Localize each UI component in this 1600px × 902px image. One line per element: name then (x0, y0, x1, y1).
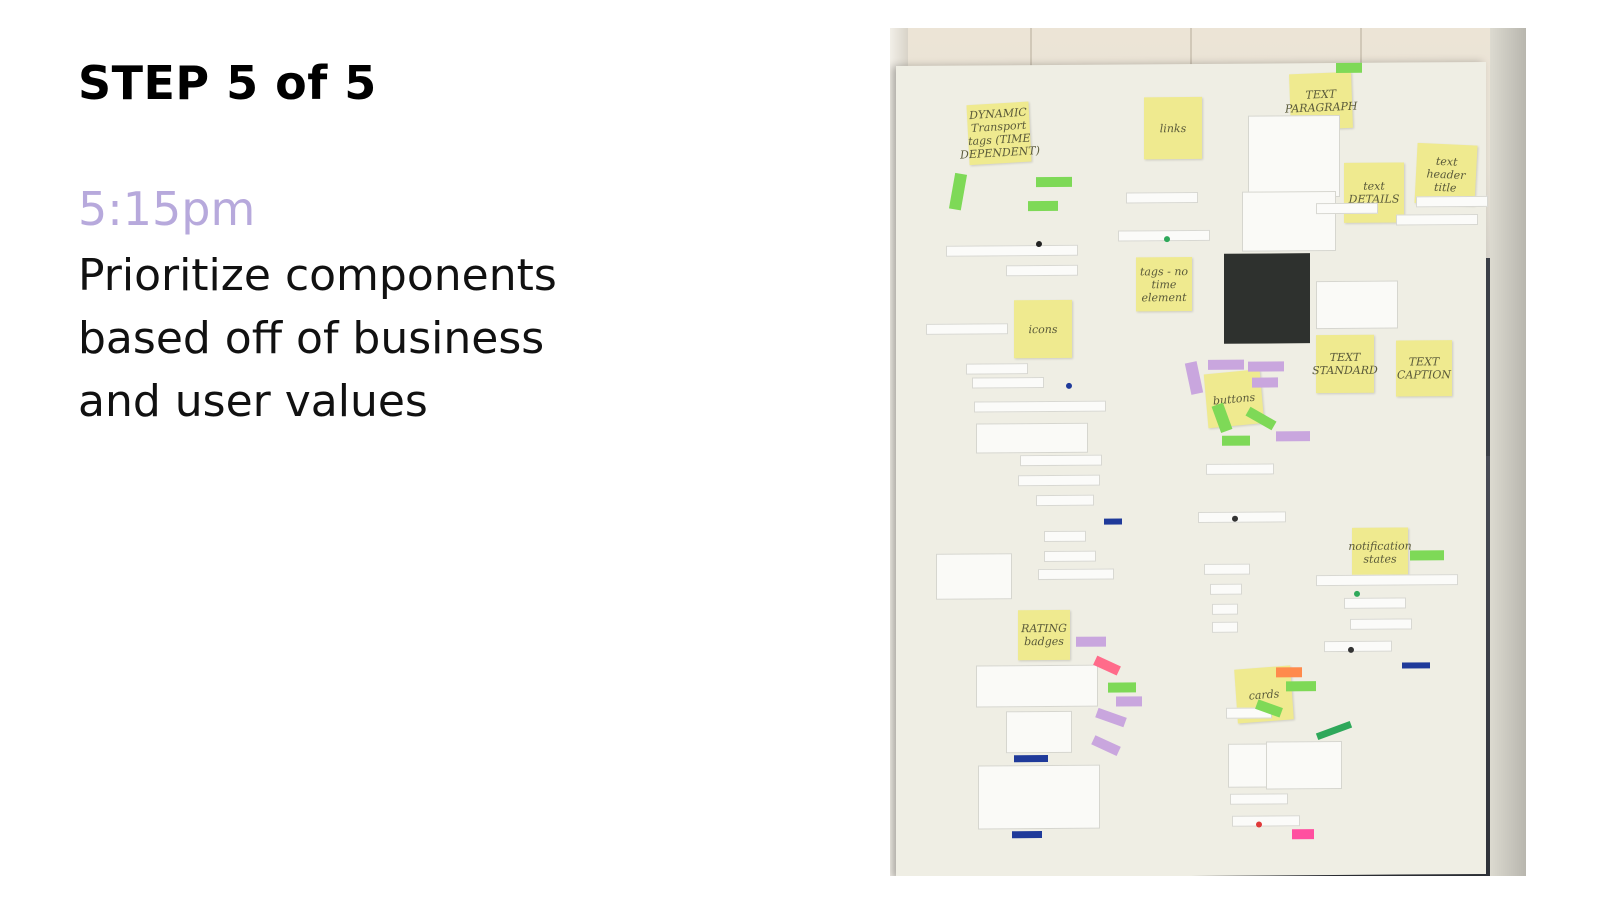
green-tab (1222, 435, 1250, 446)
printed-card (976, 664, 1098, 708)
green-tab (1108, 682, 1136, 693)
paper-strip (1036, 494, 1094, 507)
printed-card (1006, 710, 1072, 754)
paper-strip (1126, 191, 1198, 204)
printed-card (1316, 280, 1398, 330)
paper-strip (966, 363, 1028, 375)
blue-tab (1104, 518, 1122, 525)
pin (1164, 236, 1170, 243)
green-tab (1036, 176, 1072, 188)
pin (1036, 241, 1042, 248)
blue-tab (1402, 662, 1430, 669)
workshop-board-photo: DYNAMIC Transport tags (TIME DEPENDENT) … (890, 28, 1526, 876)
paper-strip (1206, 463, 1274, 475)
paper-strip (1230, 793, 1288, 805)
printed-card (976, 422, 1088, 454)
board-edge (1490, 28, 1526, 876)
purple-tab (1208, 359, 1244, 370)
sticky-notification-states: notification states (1348, 527, 1412, 578)
pin (1232, 515, 1238, 522)
paper-strip (1044, 530, 1086, 543)
green-tab (1286, 681, 1316, 692)
step-description: Prioritize components based off of busin… (78, 250, 557, 427)
paper-strip (1018, 474, 1100, 487)
paper-strip (1020, 454, 1102, 467)
paper-strip (1232, 815, 1300, 827)
paper-strip (1324, 640, 1392, 653)
paper-strip (1212, 621, 1238, 633)
purple-tab (1276, 431, 1310, 442)
sticky-ratings: RATING badges (1018, 609, 1070, 661)
paper-strip (926, 323, 1008, 335)
green-tab (1410, 550, 1444, 561)
paper-strip (1212, 603, 1238, 615)
blue-tab (1012, 831, 1042, 839)
pink-tab (1292, 829, 1314, 840)
printed-card (1242, 190, 1336, 252)
paper-strip (1316, 574, 1458, 587)
paper-strip (1198, 511, 1286, 523)
step-title: STEP 5 of 5 (78, 56, 377, 110)
paper-strip (1210, 583, 1242, 595)
printed-card (978, 764, 1100, 830)
sticky-icons: icons (1014, 299, 1072, 359)
green-tab (948, 172, 968, 211)
pin (1348, 646, 1354, 653)
green-tab (1336, 62, 1362, 73)
paper-strip (946, 244, 1078, 257)
foam-board: DYNAMIC Transport tags (TIME DEPENDENT) … (896, 61, 1488, 876)
orange-tab (1276, 667, 1302, 678)
paper-strip (1344, 597, 1406, 609)
purple-tab (1248, 361, 1284, 372)
printed-dark-card (1224, 253, 1310, 344)
pin (1354, 590, 1360, 597)
sticky-text-standard: TEXT STANDARD (1312, 334, 1378, 394)
paper-strip (1416, 195, 1488, 208)
time-label: 5:15pm (78, 182, 256, 236)
pin (1256, 821, 1262, 828)
paper-strip (1044, 550, 1096, 563)
paper-strip (972, 377, 1044, 389)
blue-tab (1014, 754, 1048, 763)
paper-strip (1006, 264, 1078, 277)
paper-strip (1396, 213, 1478, 226)
printed-card (1266, 740, 1342, 790)
green-tab (1028, 200, 1058, 212)
paper-strip (1350, 618, 1412, 630)
sticky-links: links (1144, 96, 1202, 160)
purple-tab (1091, 735, 1121, 756)
printed-card (936, 553, 1012, 600)
paper-strip (1204, 563, 1250, 575)
purple-tab (1116, 696, 1142, 707)
green-tab (1315, 720, 1353, 741)
purple-tab (1095, 707, 1127, 728)
paper-strip (1038, 568, 1114, 581)
pin (1066, 382, 1072, 389)
printed-card (1248, 114, 1340, 198)
purple-tab (1184, 361, 1204, 395)
sticky-dynamic-tags: DYNAMIC Transport tags (TIME DEPENDENT) (960, 101, 1040, 166)
paper-strip (1316, 202, 1378, 215)
purple-tab (1252, 377, 1278, 388)
purple-tab (1076, 636, 1106, 647)
sticky-text-caption: TEXT CAPTION (1396, 340, 1452, 397)
sticky-tags: tags - no time element (1136, 256, 1192, 312)
paper-strip (974, 400, 1106, 413)
